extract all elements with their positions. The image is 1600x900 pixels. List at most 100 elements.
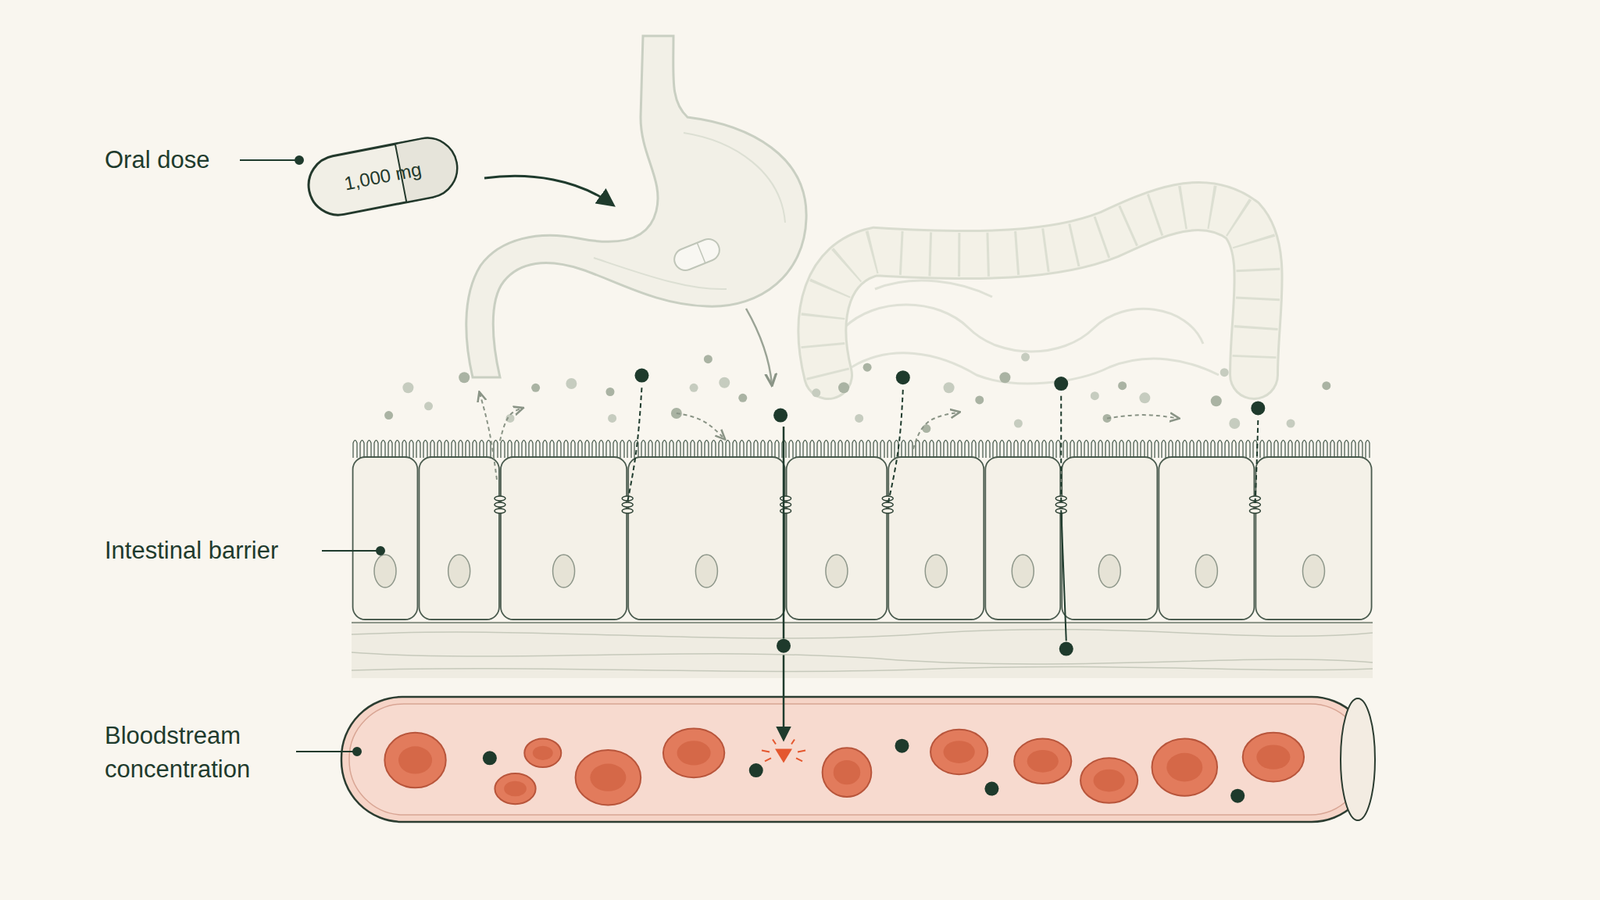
microvillus	[374, 440, 379, 459]
microvillus	[662, 440, 667, 459]
microvillus	[1358, 440, 1363, 459]
tight-junction	[621, 508, 633, 514]
microvillus	[1365, 440, 1370, 459]
red-blood-cell-center	[1166, 753, 1203, 783]
microvillus	[521, 440, 526, 459]
microvillus	[535, 440, 540, 459]
microvillus	[739, 440, 744, 459]
microvillus	[971, 440, 976, 459]
microvillus	[803, 440, 808, 459]
microvillus	[767, 440, 772, 459]
microvillus	[817, 440, 822, 459]
cell-nucleus	[1011, 554, 1034, 588]
microvillus	[1337, 440, 1342, 459]
microvillus	[1028, 440, 1033, 459]
molecule	[1014, 418, 1023, 428]
absorbed-path	[782, 426, 786, 640]
tight-junction	[882, 502, 893, 508]
absorbed-molecule	[1053, 376, 1068, 391]
rejected-path	[1107, 414, 1179, 418]
absorbed-molecule	[749, 763, 764, 778]
absorbed-molecule	[895, 739, 910, 754]
absorbed-molecule	[896, 370, 911, 385]
epithelial-cell	[1255, 457, 1372, 620]
microvillus	[1217, 440, 1222, 459]
microvillus	[1098, 440, 1103, 459]
microvillus	[992, 440, 997, 459]
cell-nucleus	[695, 554, 718, 588]
molecule	[999, 371, 1011, 383]
microvillus	[859, 440, 864, 459]
red-blood-cell	[1080, 757, 1138, 803]
microvillus	[381, 440, 386, 459]
microvillus	[1119, 440, 1124, 459]
part-label: Intestinal barrier	[104, 533, 324, 568]
absorbed-molecule	[773, 408, 788, 423]
microvillus	[578, 440, 583, 459]
molecule	[605, 387, 615, 397]
microvillus	[648, 440, 653, 459]
microvillus	[599, 440, 604, 459]
microvillus	[760, 440, 765, 459]
molecule	[531, 383, 540, 393]
red-blood-cell	[1242, 732, 1304, 783]
microvillus	[1175, 440, 1180, 459]
red-blood-cell	[575, 750, 642, 806]
capsule-in-stomach	[671, 235, 723, 274]
tight-junction	[780, 496, 792, 501]
molecules	[384, 353, 1331, 804]
microvillus	[1281, 440, 1286, 459]
microvillus	[641, 440, 646, 459]
microvillus	[796, 440, 800, 459]
microvillus	[746, 440, 751, 459]
entry-burst	[764, 757, 772, 761]
microvillus	[1000, 440, 1004, 459]
molecule	[458, 371, 470, 383]
microvillus	[697, 440, 702, 459]
microvillus	[1091, 440, 1096, 459]
microvillus	[887, 440, 892, 459]
microvillus	[620, 440, 625, 459]
molecule	[738, 393, 747, 403]
entry-marker	[775, 748, 793, 763]
molecule	[607, 414, 617, 423]
rejected-path	[500, 407, 523, 441]
rejected-path	[479, 392, 497, 480]
microvillus	[831, 440, 836, 459]
microvillus	[585, 440, 590, 459]
microvillus	[1210, 440, 1215, 459]
microvillus	[1161, 440, 1166, 459]
rejected-path	[676, 413, 725, 440]
microvillus	[978, 440, 983, 459]
red-blood-cell-center	[589, 764, 626, 792]
red-blood-cell-center	[943, 740, 975, 764]
molecule	[1117, 381, 1127, 390]
microvillus	[1077, 440, 1082, 459]
red-blood-cell	[494, 773, 536, 804]
cell-nucleus	[1302, 554, 1325, 588]
cell-nucleus	[1098, 554, 1121, 588]
part-label: Bloodstream concentration	[104, 718, 300, 786]
microvillus	[683, 440, 688, 459]
molecule	[943, 382, 955, 393]
microvillus	[592, 440, 597, 459]
tight-junction	[494, 502, 506, 508]
microvillus	[908, 440, 913, 459]
microvillus	[964, 440, 969, 459]
molecule	[1210, 395, 1222, 407]
absorption-paths	[479, 387, 1258, 763]
tight-junction	[494, 508, 506, 514]
paracellular-path	[627, 387, 642, 502]
microvillus	[943, 440, 948, 459]
molecule	[921, 424, 931, 433]
molecule	[1220, 367, 1229, 377]
microvillus	[1309, 440, 1314, 459]
blood-vessel	[341, 696, 1375, 822]
microvillus	[1035, 440, 1040, 459]
microvillus	[458, 440, 463, 459]
microvillus	[950, 440, 955, 459]
cell-nucleus	[553, 554, 575, 588]
molecule	[1286, 418, 1296, 428]
microvillus	[606, 440, 611, 459]
microvillus	[1021, 440, 1025, 459]
